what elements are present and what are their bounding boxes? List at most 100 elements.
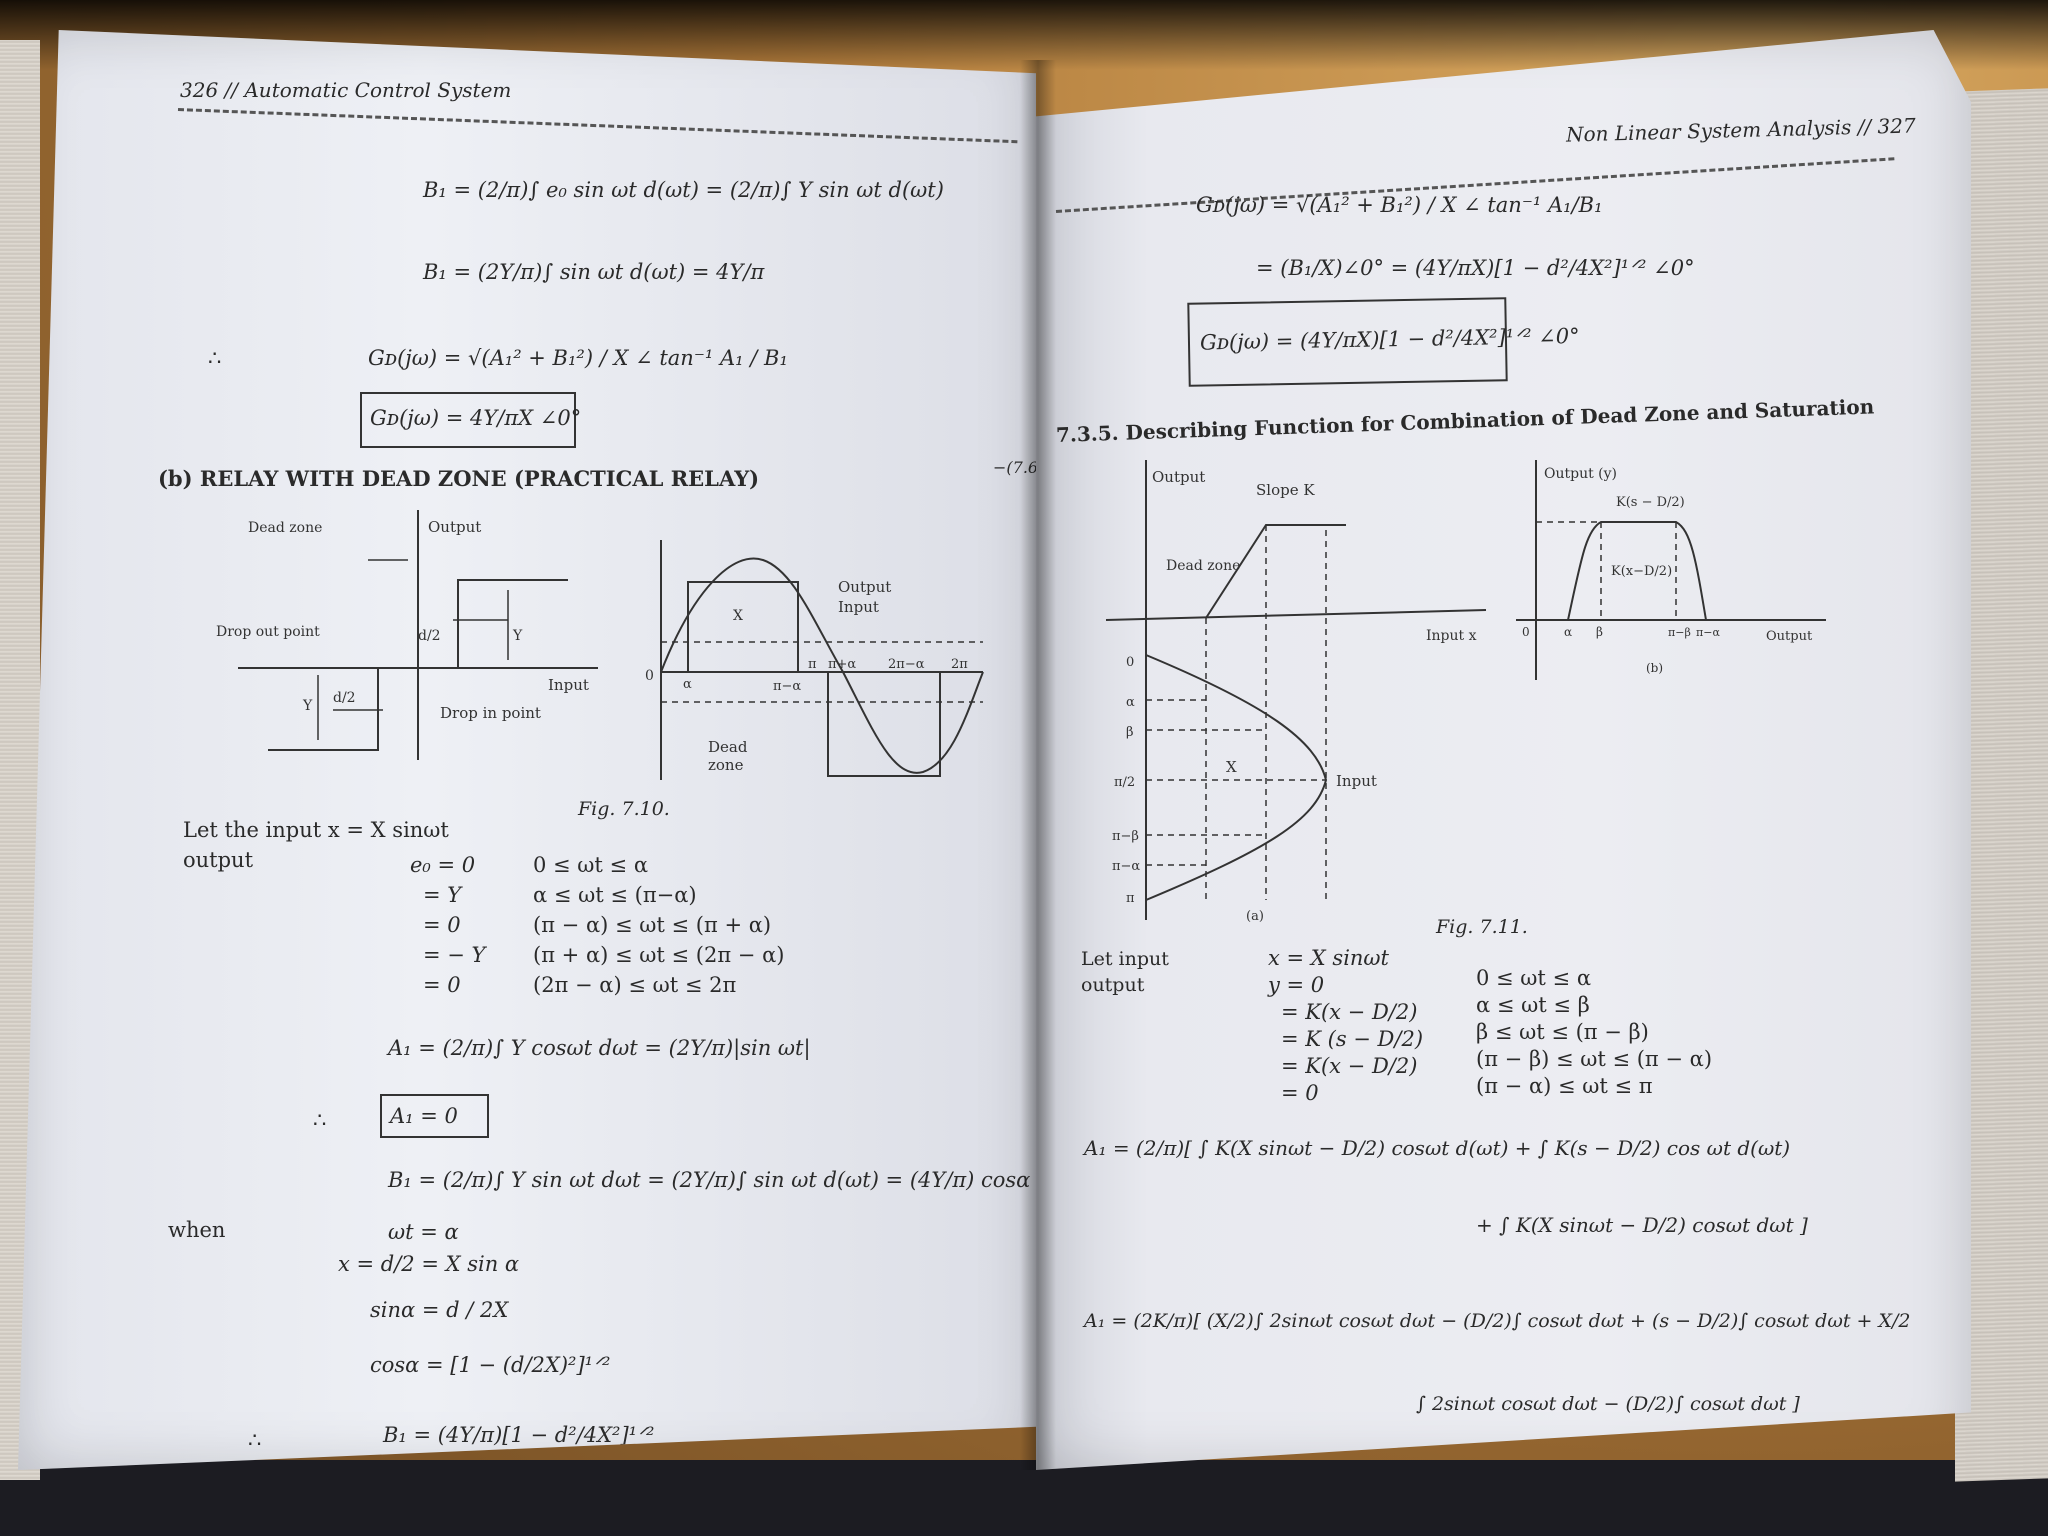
- right-piecewise-lhs-0: x = X sinωt: [1268, 946, 1389, 970]
- wave-label-alpha: α: [683, 677, 692, 692]
- fig-7-11-caption: Fig. 7.11.: [1436, 916, 1528, 938]
- wave-label-input: Input: [838, 598, 879, 616]
- fig-a-label-x: X: [1226, 758, 1237, 776]
- fig-b-label-beta: β: [1596, 625, 1603, 639]
- fig-a-label-pi-minus-alpha: π−α: [1112, 859, 1140, 874]
- right-eq-a1-line1: A₁ = (2/π)[ ∫ K(X sinωt − D/2) cosωt d(ω…: [1084, 1136, 1791, 1160]
- when-word: when: [168, 1218, 226, 1242]
- right-piecewise-rhs-2: α ≤ ωt ≤ β: [1476, 993, 1590, 1017]
- fig-a-label-zero: 0: [1126, 655, 1134, 670]
- right-eq-gd-boxed-text: Gᴅ(jω) = (4Y/πX)[1 − d²/4X²]¹ᐟ² ∠0°: [1199, 323, 1580, 355]
- right-eq-gd-b: = (B₁/X)∠0° = (4Y/πX)[1 − d²/4X²]¹ᐟ² ∠0°: [1256, 256, 1695, 280]
- therefore-symbol-2: ∴: [313, 1108, 327, 1132]
- therefore-symbol-3: ∴: [248, 1428, 262, 1452]
- piecewise-rhs-4: (2π − α) ≤ ωt ≤ 2π: [533, 973, 737, 997]
- right-output-word: output: [1081, 974, 1145, 996]
- fig-a-label-pi-2: π/2: [1114, 775, 1135, 790]
- right-let-input: Let input: [1081, 948, 1169, 970]
- right-eq-gd-a: Gᴅ(jω) = √(A₁² + B₁²) / X ∠ tan⁻¹ A₁/B₁: [1196, 193, 1603, 217]
- fig-b-label-zero: 0: [1522, 625, 1530, 639]
- right-piecewise-rhs-5: (π − α) ≤ ωt ≤ π: [1476, 1074, 1653, 1098]
- cos-eq: cosα = [1 − (d/2X)²]¹ᐟ²: [370, 1353, 611, 1377]
- fig-b-label-k-top: K(s − D/2): [1616, 495, 1685, 510]
- fig-a-label-slope-k: Slope K: [1256, 481, 1315, 499]
- output-word: output: [183, 848, 254, 872]
- wave-label-pi-plus-alpha: π+α: [828, 657, 856, 672]
- fig-b-label-pi-minus-beta: π−β: [1668, 626, 1691, 639]
- output-waveform-plot: Output (y) K(s − D/2) K(x−D/2) 0 α β π−β…: [1516, 460, 1826, 680]
- right-piecewise-lhs-3: = K (s − D/2): [1281, 1027, 1424, 1051]
- piecewise-lhs-3: = − Y: [423, 943, 486, 967]
- piecewise-rhs-0: 0 ≤ ωt ≤ α: [533, 853, 648, 877]
- fig-b-label-output: Output: [1766, 629, 1813, 644]
- margin-equation-number: −(7.6): [993, 458, 1036, 477]
- right-piecewise-rhs-4: (π − β) ≤ ωt ≤ (π − α): [1476, 1047, 1713, 1071]
- eq-gd-a: Gᴅ(jω) = √(A₁² + B₁²) / X ∠ tan⁻¹ A₁ / B…: [368, 346, 788, 370]
- eq-gd-boxed-text: Gᴅ(jω) = 4Y/πX ∠0°: [370, 406, 582, 430]
- fig-b-label-alpha: α: [1564, 625, 1572, 639]
- eq-a1-zero-text: A₁ = 0: [390, 1104, 458, 1128]
- right-eq-a1-line3: A₁ = (2K/π)[ (X/2)∫ 2sinωt cosωt dωt − (…: [1084, 1310, 1911, 1332]
- fig-b-label-k-mid: K(x−D/2): [1611, 564, 1672, 579]
- fig-a-label-pi-minus-beta: π−β: [1112, 829, 1139, 844]
- wave-label-zero: 0: [645, 668, 654, 684]
- piecewise-lhs-0: e₀ = 0: [410, 853, 476, 877]
- right-section-title: 7.3.5. Describing Function for Combinati…: [1055, 394, 1875, 447]
- fig-a-label-output: Output: [1152, 468, 1205, 486]
- eq-b1-b: B₁ = (2Y/π)∫ sin ωt d(ωt) = 4Y/π: [423, 260, 765, 284]
- fig-label-y-top: Y: [512, 628, 523, 644]
- therefore-symbol: ∴: [208, 346, 222, 370]
- wave-label-pi-minus-alpha: π−α: [773, 679, 801, 694]
- book-gutter-shadow: [1020, 60, 1056, 1470]
- fig-a-label-alpha: α: [1126, 695, 1135, 710]
- eq-gd-boxed: Gᴅ(jω) = 4Y/πX ∠0°: [360, 392, 581, 448]
- left-page: 326 // Automatic Control System B₁ = (2/…: [18, 30, 1036, 1470]
- piecewise-rhs-2: (π − α) ≤ ωt ≤ (π + α): [533, 913, 772, 937]
- fig-b-label-pi-minus-alpha: π−α: [1696, 626, 1720, 639]
- piecewise-rhs-3: (π + α) ≤ ωt ≤ (2π − α): [533, 943, 785, 967]
- right-page: Non Linear System Analysis // 327 Gᴅ(jω)…: [1036, 30, 1971, 1470]
- fig-label-output: Output: [428, 518, 481, 536]
- fig-label-drop-out: Drop out point: [216, 624, 320, 640]
- right-piecewise-rhs-3: β ≤ ωt ≤ (π − β): [1476, 1020, 1649, 1044]
- fig-7-10-caption: Fig. 7.10.: [578, 798, 670, 820]
- right-piecewise-lhs-4: = K(x − D/2): [1281, 1054, 1418, 1078]
- piecewise-lhs-2: = 0: [423, 913, 461, 937]
- dead-zone-saturation-characteristic: Output Slope K Dead zone Input x 0 α β π…: [1105, 460, 1487, 924]
- b1-final: B₁ = (4Y/π)[1 − d²/4X²]¹ᐟ²: [383, 1423, 655, 1447]
- wave-label-zone: zone: [708, 756, 744, 774]
- fig-a-label-pi: π: [1126, 891, 1135, 906]
- piecewise-lhs-4: = 0: [423, 973, 461, 997]
- fig-label-input: Input: [548, 676, 589, 694]
- fig-label-d2-bottom: d/2: [333, 690, 356, 706]
- fig-label-drop-in: Drop in point: [440, 704, 541, 722]
- wave-label-2pi-minus-alpha: 2π−α: [888, 657, 925, 672]
- wave-label-2pi: 2π: [951, 657, 968, 672]
- fig-a-label-beta: β: [1126, 725, 1134, 740]
- relay-waveform-plot: Output Input X 0 α π−α π π+α 2π−α 2π Dea…: [645, 540, 984, 780]
- fig-b-label-output-y: Output (y): [1544, 466, 1617, 482]
- wave-label-x: X: [733, 608, 743, 624]
- right-eq-a1-line2: + ∫ K(X sinωt − D/2) cosωt dωt ]: [1476, 1213, 1808, 1237]
- fig-a-label-input-x: Input x: [1426, 628, 1477, 644]
- right-eq-a1-line4: ∫ 2sinωt cosωt dωt − (D/2)∫ cosωt dωt ]: [1416, 1393, 1800, 1415]
- bottom-shadow: [0, 1460, 2048, 1536]
- fig-label-y-bottom: Y: [302, 698, 313, 714]
- fig-a-tag: (a): [1246, 909, 1264, 924]
- eq-a1: A₁ = (2/π)∫ Y cosωt dωt = (2Y/π)|sin ωt|: [388, 1036, 811, 1060]
- relay-dead-zone-characteristic: Dead zone Output Drop out point d/2 Y d/…: [216, 510, 598, 760]
- fig-a-label-input: Input: [1336, 772, 1377, 790]
- right-piecewise-lhs-5: = 0: [1281, 1081, 1319, 1105]
- eq-b1-a: B₁ = (2/π)∫ e₀ sin ωt d(ωt) = (2/π)∫ Y s…: [423, 178, 944, 202]
- fig-label-d2-top: d/2: [418, 628, 441, 644]
- right-piecewise-lhs-2: = K(x − D/2): [1281, 1000, 1418, 1024]
- section-title-relay: (b) RELAY WITH DEAD ZONE (PRACTICAL RELA…: [158, 466, 760, 491]
- x-eq: x = d/2 = X sin α: [338, 1252, 520, 1276]
- right-eq-gd-boxed: Gᴅ(jω) = (4Y/πX)[1 − d²/4X²]¹ᐟ² ∠0°: [1187, 297, 1580, 387]
- eq-b1-c: B₁ = (2/π)∫ Y sin ωt dωt = (2Y/π)∫ sin ω…: [388, 1168, 1031, 1192]
- wave-label-pi: π: [808, 657, 817, 672]
- wave-label-output: Output: [838, 578, 891, 596]
- left-page-header: 326 // Automatic Control System: [180, 78, 512, 102]
- fig-a-label-dead-zone: Dead zone: [1166, 558, 1240, 574]
- let-input-text: Let the input x = X sinωt: [183, 818, 449, 842]
